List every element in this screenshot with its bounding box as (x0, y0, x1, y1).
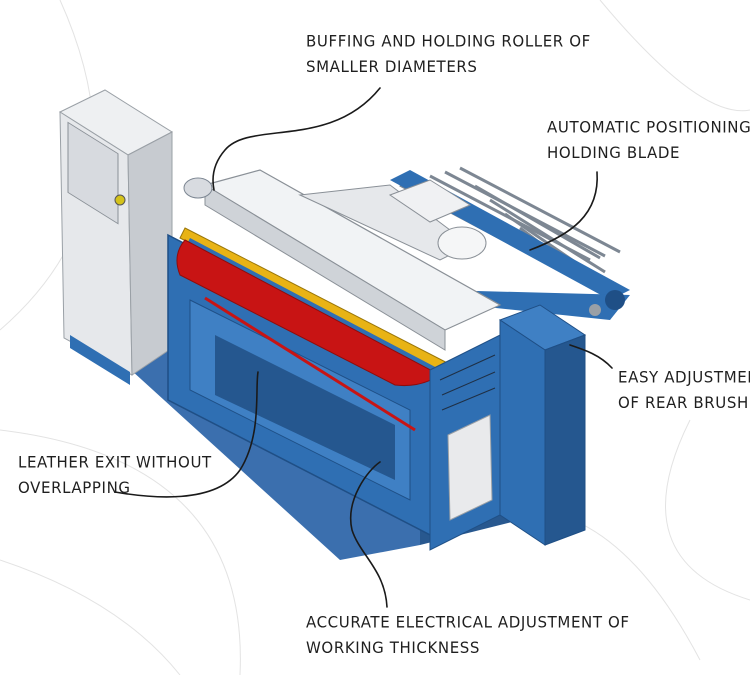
callout-line: HOLDING BLADE (547, 143, 681, 163)
leader-rear-brush (569, 344, 613, 369)
callout-line: EASY ADJUSTMENT (618, 367, 750, 387)
callout-line: LEATHER EXIT WITHOUT (18, 452, 212, 472)
top-housing (183, 169, 502, 351)
callout-line: OVERLAPPING (18, 478, 131, 498)
callout-line: WORKING THICKNESS (306, 638, 481, 658)
leader-thickness (349, 461, 388, 608)
callout-thickness: ACCURATE ELECTRICAL ADJUSTMENT OF WORKIN… (306, 610, 630, 660)
callout-holding-blade: AUTOMATIC POSITIONING OF HOLDING BLADE (547, 115, 750, 165)
callout-line: AUTOMATIC POSITIONING OF (547, 117, 750, 137)
leader-leather-exit (114, 371, 259, 498)
callout-line: ACCURATE ELECTRICAL ADJUSTMENT OF (306, 612, 630, 632)
main-frame (167, 233, 441, 542)
leader-holding-blade (529, 171, 598, 251)
leader-lines (114, 87, 613, 608)
leader-buffing-roller (212, 87, 381, 191)
callout-rear-brush: EASY ADJUSTMENT OF REAR BRUSH (618, 365, 750, 415)
control-cabinet (58, 89, 174, 385)
side-cabinet (429, 304, 587, 551)
callout-leather-exit: LEATHER EXIT WITHOUT OVERLAPPING (18, 450, 212, 500)
callout-buffing-roller: BUFFING AND HOLDING ROLLER OF SMALLER DI… (306, 29, 591, 79)
callout-line: SMALLER DIAMETERS (306, 57, 478, 77)
callout-line: BUFFING AND HOLDING ROLLER OF (306, 31, 591, 51)
callout-line: OF REAR BRUSH (618, 393, 749, 413)
